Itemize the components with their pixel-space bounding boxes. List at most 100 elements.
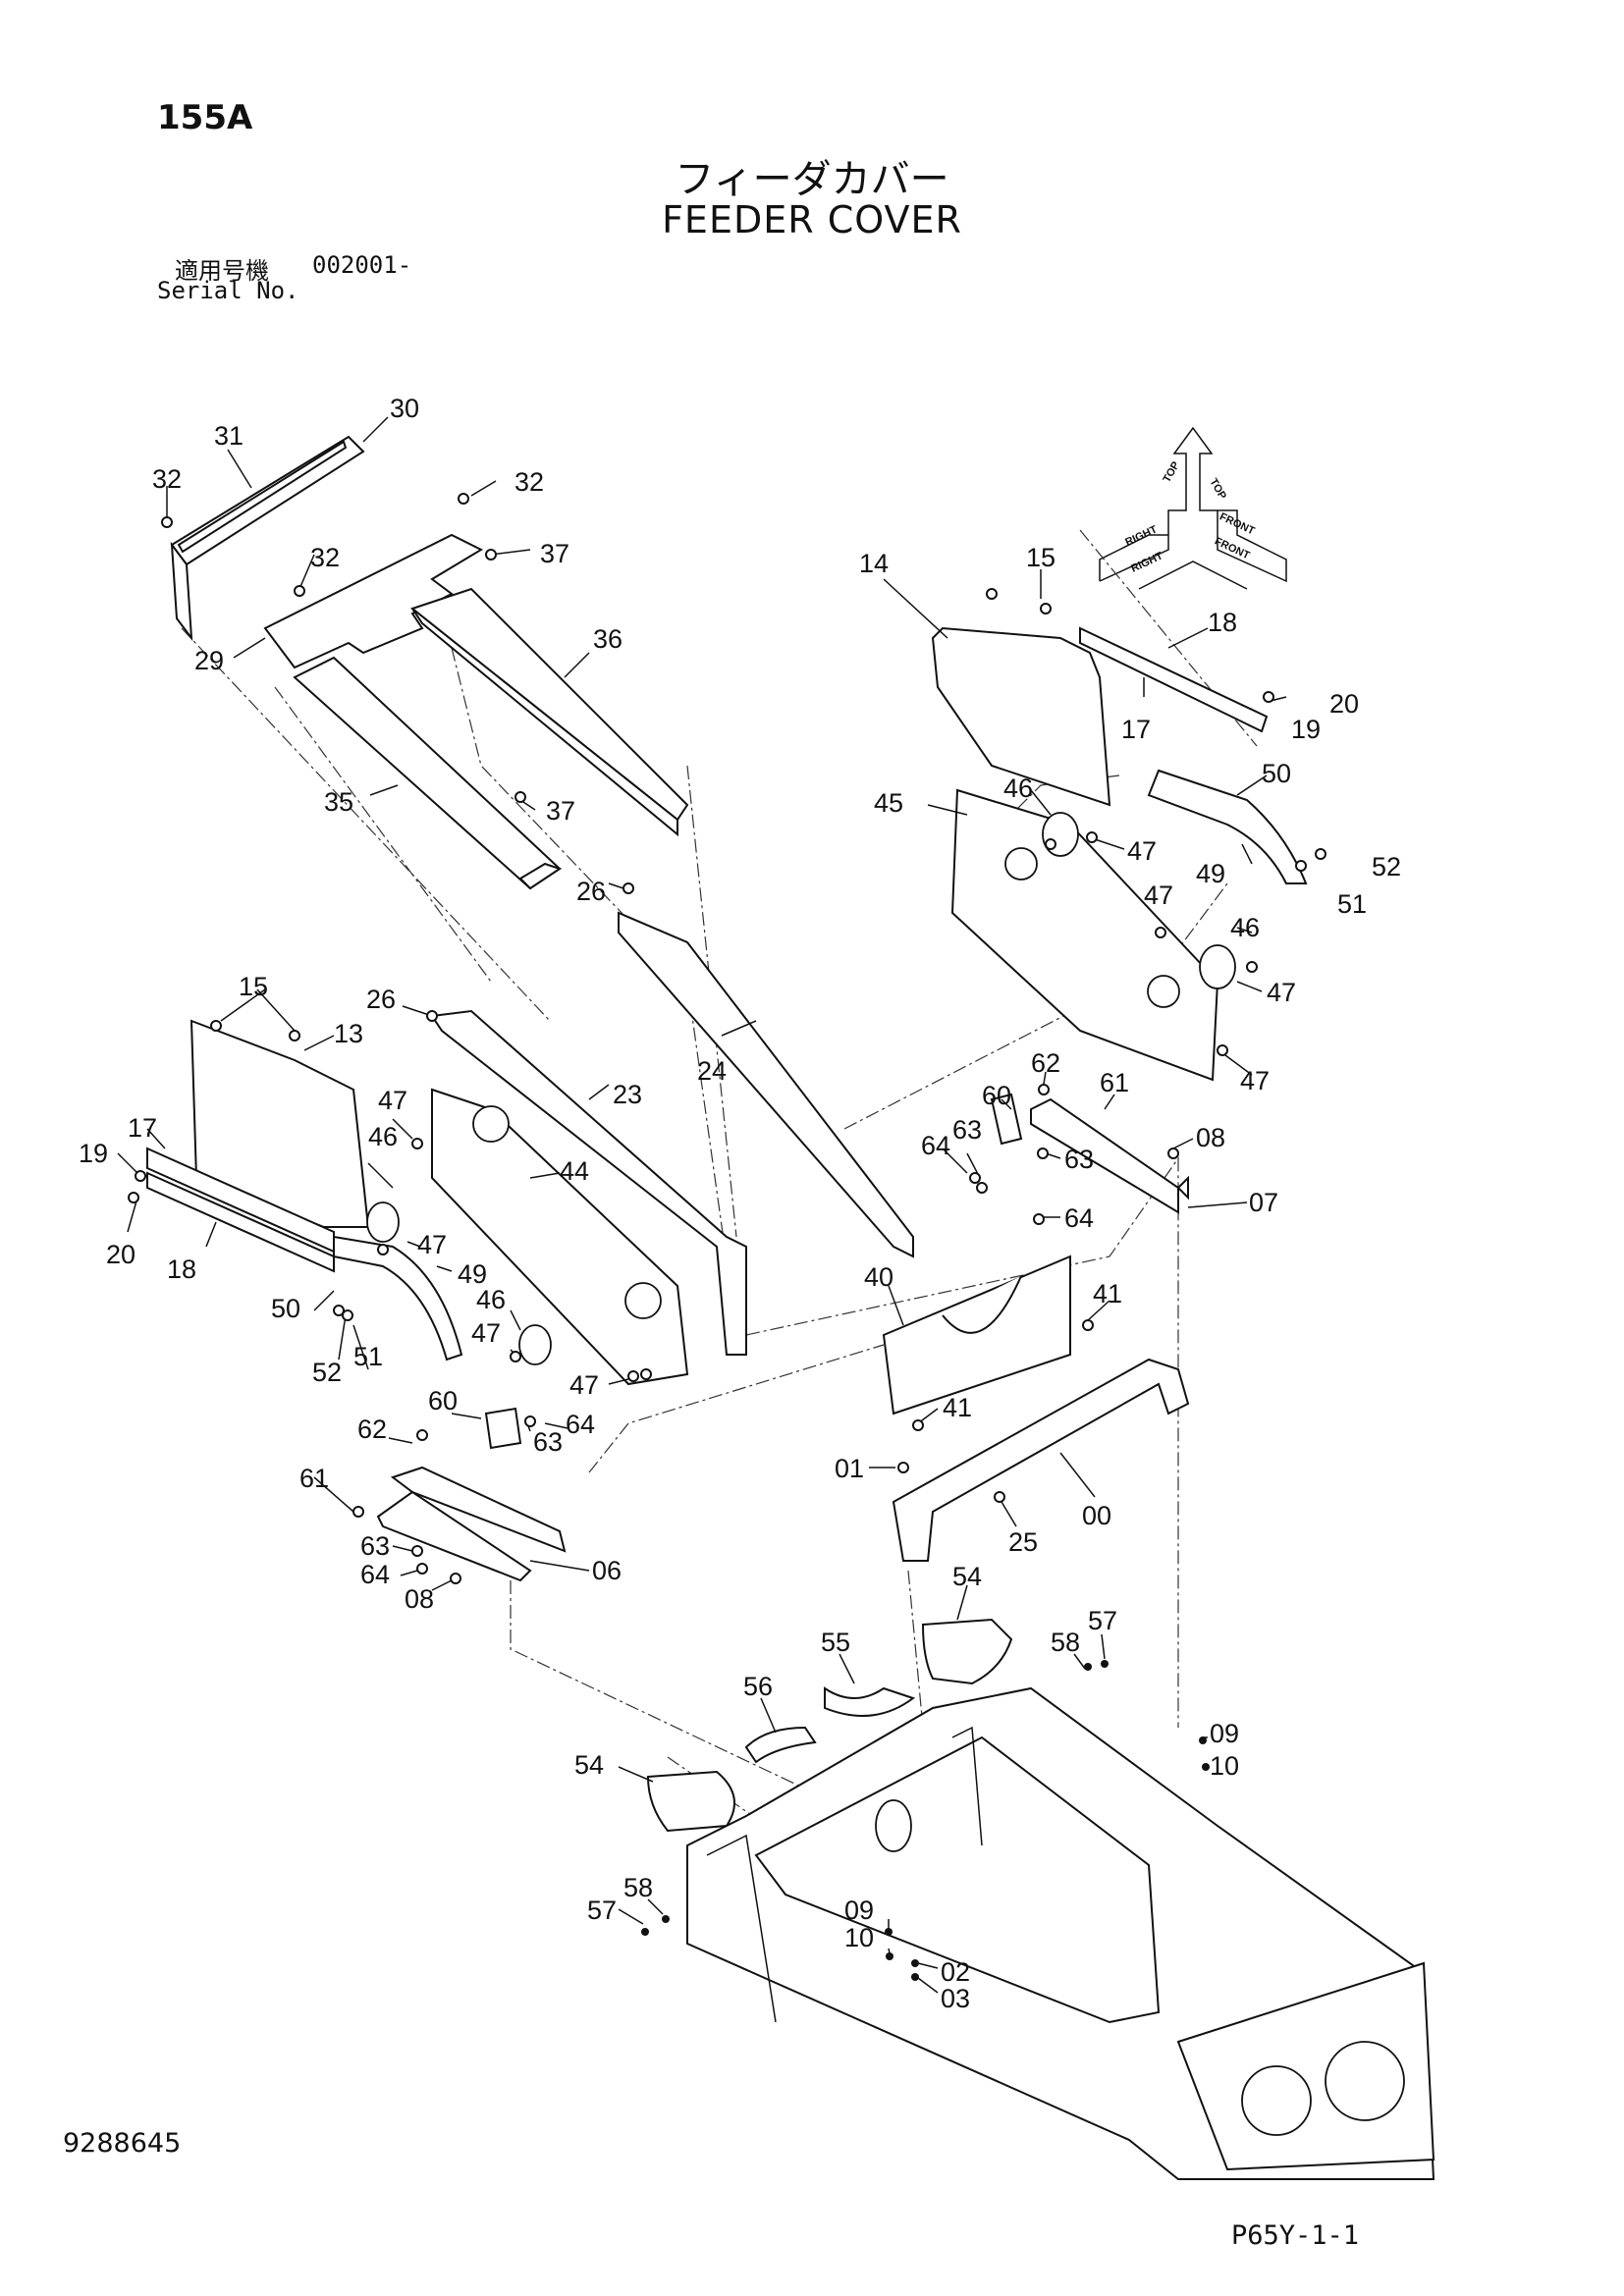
part-30-cover-plate [170,435,365,642]
callout-14: 14 [859,549,889,578]
callout-29: 29 [194,646,224,675]
callout-63: 63 [533,1427,563,1457]
callout-00: 00 [1082,1501,1111,1530]
part-14-panel [931,626,1111,807]
callout-06: 06 [592,1556,622,1585]
callout-47: 47 [1240,1066,1270,1095]
callout-51: 51 [353,1342,383,1371]
callout-01: 01 [835,1454,864,1483]
callout-47: 47 [1127,836,1157,866]
orientation-indicator: TOP TOP FRONT RIGHT RIGHT FRONT [1099,426,1287,590]
callout-60: 60 [982,1081,1011,1110]
page-code: P65Y-1-1 [1231,2220,1360,2251]
callout-46: 46 [368,1122,398,1151]
part-00-frame [892,1358,1190,1562]
part-49-50-curve-left [333,1235,463,1362]
part-60-block-left [484,1407,522,1450]
callout-63: 63 [360,1531,390,1561]
part-29-plate [263,533,484,669]
callout-25: 25 [1008,1527,1038,1557]
callout-46: 46 [1230,913,1260,942]
callout-09: 09 [1210,1719,1239,1748]
callout-58: 58 [1051,1628,1080,1657]
feeder-housing [686,1686,1435,2180]
part-36-channel [409,587,689,837]
callout-57: 57 [1088,1606,1117,1635]
callout-37: 37 [546,796,575,826]
callout-08: 08 [405,1584,434,1614]
part-23-rail [430,1009,747,1356]
callout-62: 62 [357,1415,387,1444]
callout-44: 44 [560,1156,589,1186]
callout-36: 36 [593,624,623,654]
part-06-bracket-left [376,1466,567,1582]
serial-label-english: Serial No. [157,277,299,304]
callout-18: 18 [167,1255,196,1284]
callout-63: 63 [1064,1145,1094,1174]
callout-02: 02 [941,1957,970,1987]
callout-30: 30 [390,394,419,423]
callout-18: 18 [1208,608,1237,637]
callout-61: 61 [299,1464,329,1493]
callout-50: 50 [271,1294,300,1323]
callout-58: 58 [623,1873,653,1902]
callout-49: 49 [458,1259,487,1289]
part-54-halfring-upper [921,1618,1013,1685]
callout-20: 20 [1329,689,1359,719]
serial-label-japanese: 適用号機 [175,257,269,285]
part-60-block-right [990,1093,1023,1146]
callout-19: 19 [1291,715,1321,744]
part-31-strip [177,440,348,554]
callout-32: 32 [514,467,544,497]
part-18-strip-right [1079,626,1269,733]
callout-47: 47 [471,1318,501,1348]
title-english: FEEDER COVER [662,198,962,241]
part-54-halfring-lower [646,1770,735,1833]
part-24-rail [618,911,914,1258]
serial-number-value: 002001- [312,251,412,279]
callout-10: 10 [1210,1751,1239,1781]
callout-10: 10 [844,1923,874,1952]
callout-47: 47 [378,1086,407,1115]
title-japanese: フィーダカバー [675,157,949,202]
callout-52: 52 [312,1358,342,1387]
callout-64: 64 [566,1410,595,1439]
part-50-curve-right [1147,769,1308,884]
callout-17: 17 [1121,715,1151,744]
sheet-code: 155A [157,98,253,137]
callout-64: 64 [1064,1203,1094,1233]
callout-47: 47 [1144,881,1173,910]
part-18-strip-left [146,1147,335,1273]
callout-56: 56 [743,1672,773,1701]
part-56-halfring [744,1726,817,1764]
callout-45: 45 [874,788,903,818]
callout-08: 08 [1196,1123,1225,1152]
callout-03: 03 [941,1984,970,2013]
callout-54: 54 [952,1562,982,1591]
callout-64: 64 [360,1560,390,1589]
callout-47: 47 [417,1230,447,1259]
callout-63: 63 [952,1115,982,1145]
orientation-right-label-2: RIGHT [1123,523,1159,548]
orientation-top-label: TOP [1161,459,1182,484]
callout-31: 31 [214,421,244,451]
hardware-points [128,493,1326,1981]
callout-26: 26 [366,985,396,1014]
callout-32: 32 [152,464,182,494]
callout-23: 23 [613,1080,642,1109]
callout-57: 57 [587,1896,617,1925]
document-number: 9288645 [63,2128,182,2159]
callout-41: 41 [943,1393,972,1422]
callout-35: 35 [324,787,353,817]
callout-40: 40 [864,1262,893,1292]
callout-46: 46 [476,1285,506,1314]
callout-32: 32 [310,543,340,572]
part-35-channel [293,656,563,890]
part-44-panel [366,1088,689,1386]
part-45-panel [950,788,1236,1082]
callout-09: 09 [844,1896,874,1925]
orientation-right-label: RIGHT [1129,550,1164,574]
callout-61: 61 [1100,1068,1129,1097]
callout-51: 51 [1337,889,1367,919]
